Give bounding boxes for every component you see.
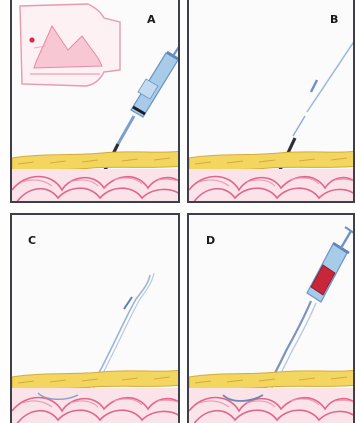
panel-d-label: D bbox=[206, 235, 215, 246]
panel-d: D bbox=[187, 213, 355, 423]
tissue-layers bbox=[12, 151, 180, 203]
syringe-icon bbox=[307, 227, 355, 302]
panel-c-label: C bbox=[28, 235, 36, 246]
ultrasound-inset-icon bbox=[20, 4, 120, 86]
panel-b-label: B bbox=[330, 14, 338, 25]
tissue-layers bbox=[12, 370, 180, 423]
tissue-layers bbox=[189, 151, 355, 203]
panel-b-illustration bbox=[189, 0, 355, 203]
panel-a-label: A bbox=[147, 14, 156, 25]
panel-c-illustration bbox=[12, 215, 180, 423]
tissue-layers bbox=[189, 370, 355, 423]
panel-a-illustration bbox=[12, 0, 180, 203]
panel-b: B bbox=[187, 0, 355, 203]
guidewire-icon bbox=[293, 40, 355, 136]
panel-c: C bbox=[10, 213, 180, 423]
panel-a: A bbox=[10, 0, 180, 203]
syringe-icon bbox=[131, 42, 180, 117]
